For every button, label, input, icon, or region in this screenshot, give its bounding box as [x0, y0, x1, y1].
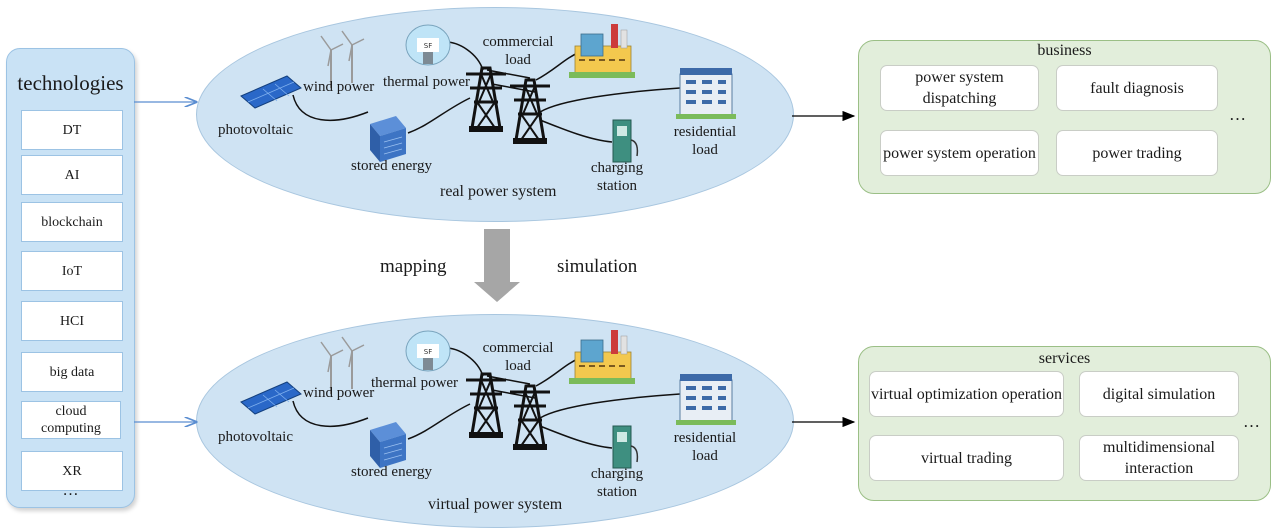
business-card-operation: power system operation	[880, 130, 1039, 176]
virtual-thermal-label: thermal power	[371, 375, 459, 391]
services-card-digital-simulation: digital simulation	[1079, 371, 1239, 417]
real-system-title: real power system	[440, 183, 557, 200]
business-more: …	[1229, 105, 1246, 124]
business-card-power-trading: power trading	[1056, 130, 1218, 176]
tech-item-dt: DT	[21, 110, 123, 150]
virtual-residential-label: residential load	[673, 430, 737, 464]
business-panel: business power system dispatching fault …	[858, 40, 1271, 194]
real-thermal-label: thermal power	[383, 74, 471, 90]
tech-item-big-data: big data	[21, 352, 123, 392]
real-commercial-label: commercial load	[482, 34, 554, 68]
real-wind-label: wind power	[303, 79, 375, 95]
tech-item-xr: XR	[21, 451, 123, 491]
real-residential-label: residential load	[673, 124, 737, 158]
tech-item-ai: AI	[21, 155, 123, 195]
tech-item-iot: IoT	[21, 251, 123, 291]
real-charging-label: charging station	[590, 160, 644, 194]
services-card-multidimensional-interaction: multidimensional interaction	[1079, 435, 1239, 481]
technologies-more: …	[62, 482, 79, 499]
real-photovoltaic-label: photovoltaic	[218, 122, 293, 138]
virtual-system-title: virtual power system	[428, 496, 563, 513]
services-panel: services virtual optimization operation …	[858, 346, 1271, 501]
virtual-wind-label: wind power	[303, 385, 375, 401]
real-stored-label: stored energy	[351, 158, 432, 174]
services-more: …	[1243, 412, 1260, 431]
services-card-virtual-optimization: virtual optimization operation	[869, 371, 1064, 417]
tech-item-hci: HCI	[21, 301, 123, 341]
mapping-arrow	[474, 229, 520, 302]
tech-item-blockchain: blockchain	[21, 202, 123, 242]
business-card-dispatching: power system dispatching	[880, 65, 1039, 111]
business-card-fault-diagnosis: fault diagnosis	[1056, 65, 1218, 111]
simulation-label: simulation	[557, 256, 638, 277]
mapping-label: mapping	[380, 256, 447, 277]
virtual-stored-label: stored energy	[351, 464, 432, 480]
technologies-title: technologies	[17, 71, 124, 95]
services-title: services	[1038, 350, 1091, 367]
services-card-virtual-trading: virtual trading	[869, 435, 1064, 481]
virtual-commercial-label: commercial load	[482, 340, 554, 374]
virtual-charging-label: charging station	[590, 466, 644, 500]
tech-item-cloud-computing: cloud computing	[21, 401, 121, 439]
technologies-panel: technologies DT AI blockchain IoT HCI bi…	[6, 48, 135, 508]
virtual-photovoltaic-label: photovoltaic	[218, 429, 293, 445]
business-title: business	[1037, 42, 1092, 59]
